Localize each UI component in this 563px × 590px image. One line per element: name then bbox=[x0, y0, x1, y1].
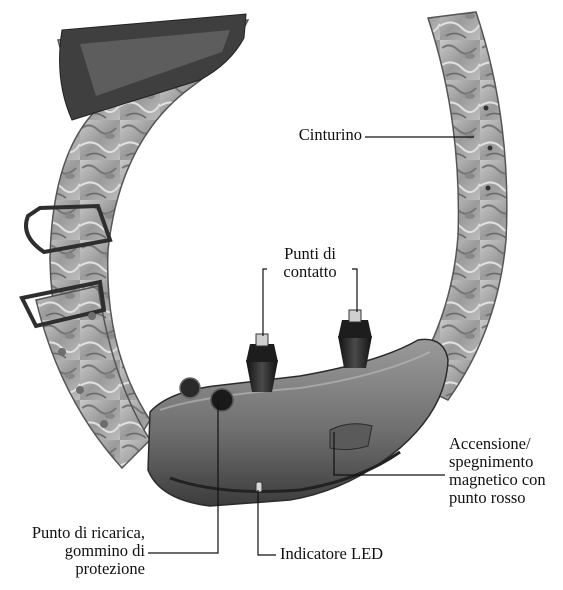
contact-probe-right bbox=[338, 310, 372, 368]
charge-port bbox=[211, 389, 233, 411]
contact-probe-left bbox=[246, 334, 278, 392]
label-magnetic-switch: Accensione/ spegnimento magnetico con pu… bbox=[449, 435, 546, 507]
receiver-housing bbox=[148, 339, 448, 506]
label-charge-point: Punto di ricarica, gommino di protezione bbox=[0, 524, 145, 578]
label-contact-points: Punti di contatto bbox=[258, 245, 362, 281]
label-led-indicator: Indicatore LED bbox=[280, 545, 383, 563]
magnetic-switch bbox=[330, 424, 372, 450]
led-window bbox=[256, 482, 262, 492]
label-strap: Cinturino bbox=[258, 126, 362, 144]
